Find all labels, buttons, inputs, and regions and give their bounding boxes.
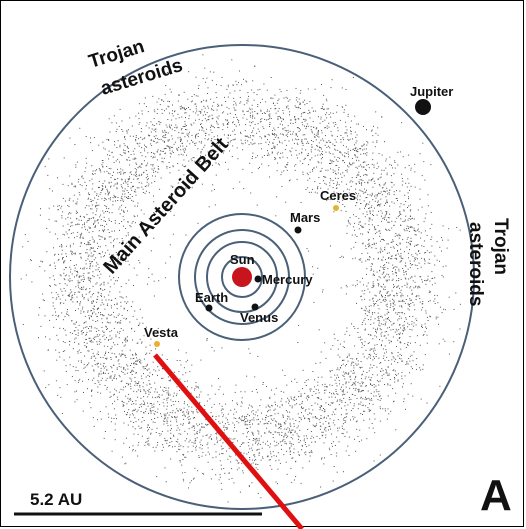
venus-planet — [251, 303, 259, 311]
label-mars: Mars — [290, 210, 320, 225]
label-trojan-right-1: Trojan — [490, 218, 511, 275]
label-trojan-right-2: asteroids — [465, 222, 486, 306]
label-mercury: Mercury — [262, 272, 313, 287]
label-ceres: Ceres — [320, 188, 356, 203]
venus-orbit — [206, 241, 278, 313]
label-jupiter: Jupiter — [410, 84, 453, 99]
earth-planet — [205, 304, 213, 312]
main-asteroid-belt-dots — [20, 54, 472, 503]
jupiter-orbit — [9, 44, 475, 510]
mars-orbit — [178, 213, 306, 341]
jupiter-planet — [415, 99, 431, 115]
scale-label: 5.2 AU — [30, 490, 82, 509]
vesta-dot — [154, 341, 160, 347]
mars-planet — [294, 226, 302, 234]
mercury-orbit — [221, 256, 263, 298]
label-vesta: Vesta — [144, 325, 179, 340]
mercury-planet — [254, 275, 262, 283]
earth-orbit — [194, 229, 290, 325]
ceres-dot — [333, 205, 339, 211]
vesta-pointer-line — [153, 353, 304, 529]
label-sun: Sun — [230, 252, 255, 267]
label-earth: Earth — [195, 290, 228, 305]
panel-letter: A — [480, 471, 512, 520]
label-venus: Venus — [240, 310, 278, 325]
sun — [232, 267, 252, 287]
